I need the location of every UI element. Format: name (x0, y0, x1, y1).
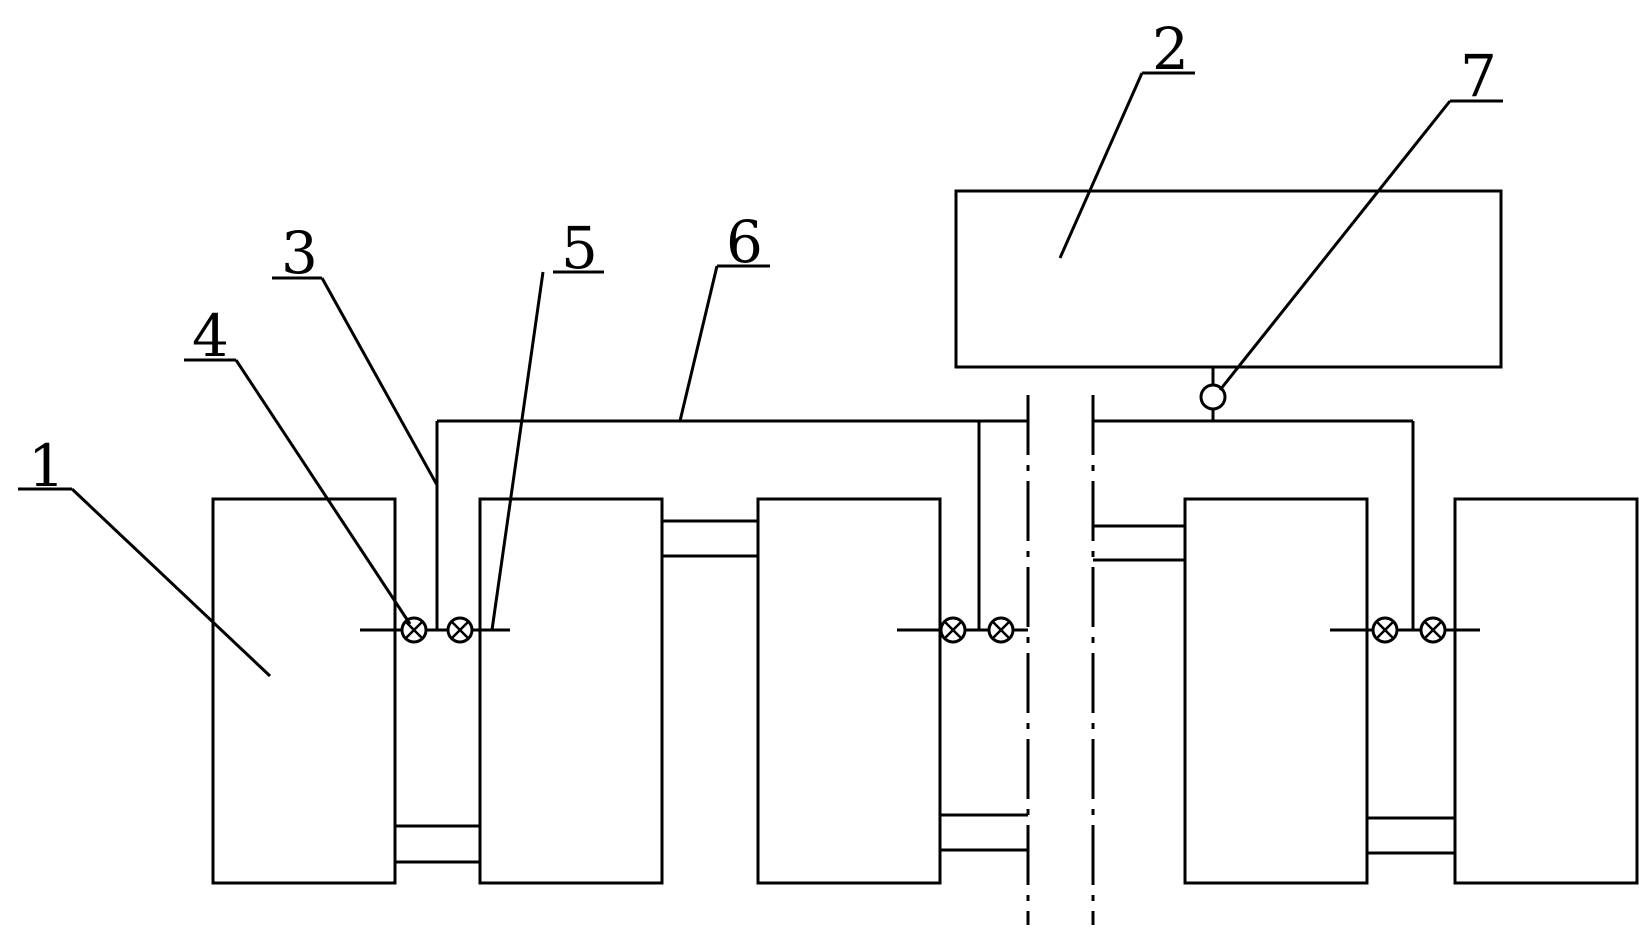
top-connector-break-4 (1093, 524, 1185, 562)
pump-icon (1199, 383, 1227, 411)
label-7: 7 (1460, 42, 1497, 110)
label-4: 4 (192, 302, 229, 370)
label-5: 5 (561, 214, 598, 282)
label-3: 3 (281, 219, 318, 287)
label-6: 6 (726, 208, 763, 276)
bottom-connector-1-2 (395, 824, 480, 864)
label-2: 2 (1152, 15, 1189, 83)
bottom-connector-3-break (940, 813, 1028, 852)
upper-container (954, 189, 1503, 369)
valve-icon (1371, 616, 1399, 644)
valve-icon (446, 616, 474, 644)
valve-icon (1419, 616, 1447, 644)
top-connector-2-3 (662, 519, 758, 558)
tank-2 (478, 497, 664, 885)
valve-icon (987, 616, 1015, 644)
valve-icon (939, 616, 967, 644)
tank-5 (1453, 497, 1639, 885)
tank-1 (211, 497, 397, 885)
valve-icon (400, 616, 428, 644)
main-pipe (435, 367, 1415, 630)
tank-4 (1183, 497, 1369, 885)
tank-3 (756, 497, 942, 885)
bottom-connector-4-5 (1367, 816, 1455, 855)
leader-lines (18, 71, 1503, 678)
label-1: 1 (28, 432, 65, 500)
